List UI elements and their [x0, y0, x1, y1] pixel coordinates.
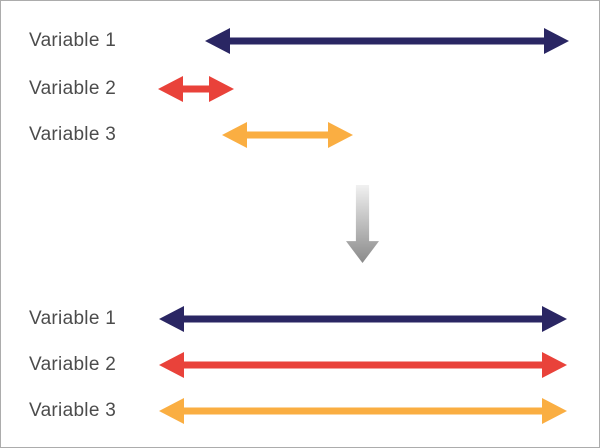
range-arrow: [159, 352, 567, 378]
arrowhead-right-icon: [542, 306, 567, 332]
range-arrow: [205, 28, 569, 54]
variable-label: Variable 1: [29, 30, 117, 51]
arrowhead-left-icon: [159, 306, 184, 332]
variable-label: Variable 2: [29, 354, 117, 375]
arrow-shaft: [180, 85, 212, 93]
arrowhead-left-icon: [158, 76, 183, 102]
range-arrow: [159, 306, 567, 332]
variable-row: Variable 2: [1, 351, 599, 379]
arrowhead-right-icon: [542, 352, 567, 378]
variable-label: Variable 1: [29, 308, 117, 329]
arrow-shaft: [181, 407, 545, 415]
arrowhead-left-icon: [159, 352, 184, 378]
arrowhead-left-icon: [159, 398, 184, 424]
arrowhead-left-icon: [205, 28, 230, 54]
variable-label: Variable 3: [29, 124, 117, 145]
variable-row: Variable 1: [1, 305, 599, 333]
arrow-shaft: [181, 315, 545, 323]
transform-down-arrow-icon: [346, 185, 379, 263]
variable-row: Variable 1: [1, 27, 599, 55]
arrowhead-left-icon: [222, 122, 247, 148]
arrow-shaft: [244, 131, 331, 139]
arrowhead-right-icon: [328, 122, 353, 148]
variable-row: Variable 3: [1, 121, 599, 149]
arrow-shaft: [181, 361, 545, 369]
range-arrow: [222, 122, 353, 148]
variable-row: Variable 3: [1, 397, 599, 425]
arrowhead-right-icon: [209, 76, 234, 102]
variable-label: Variable 2: [29, 78, 117, 99]
arrowhead-right-icon: [542, 398, 567, 424]
variable-label: Variable 3: [29, 400, 117, 421]
arrow-shaft: [227, 37, 547, 45]
variable-row: Variable 2: [1, 75, 599, 103]
arrowhead-right-icon: [544, 28, 569, 54]
range-arrow: [159, 398, 567, 424]
range-arrow: [158, 76, 234, 102]
